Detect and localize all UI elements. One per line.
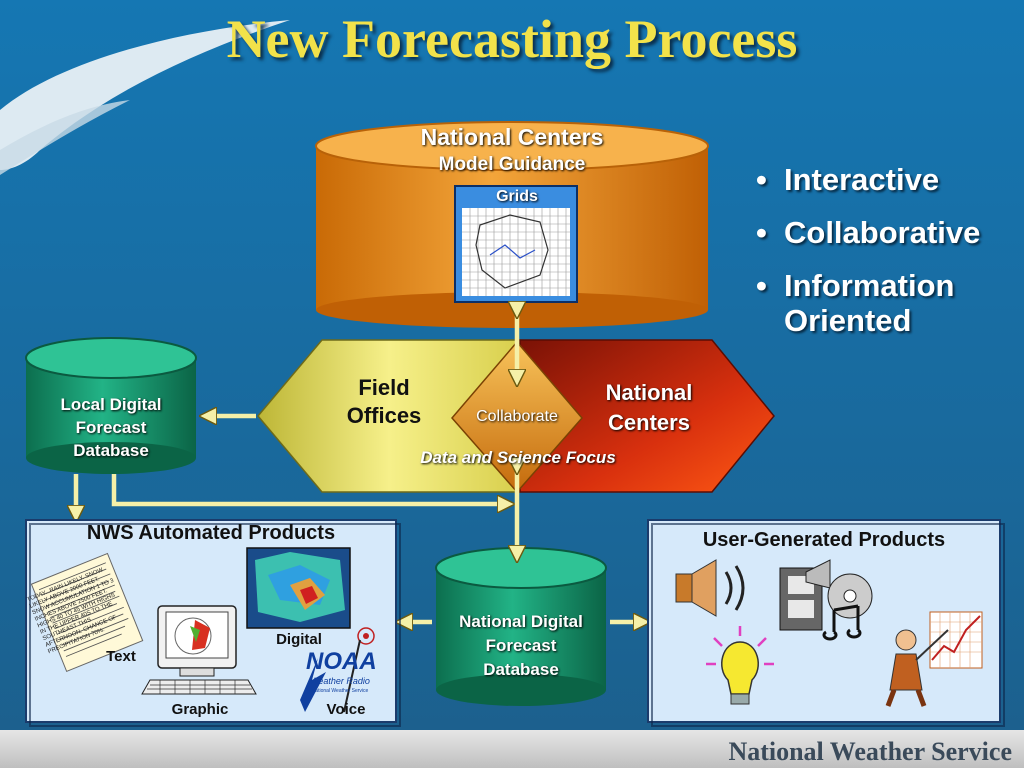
national-db-cylinder <box>435 547 607 706</box>
lightbulb-icon <box>706 626 774 705</box>
nws-products-title: NWS Automated Products <box>86 522 336 544</box>
text-product-sheet <box>30 552 144 672</box>
collaborate-label: Collaborate <box>476 408 558 425</box>
voice-label: Voice <box>326 701 366 718</box>
nws-small-text: National Weather Service <box>311 688 369 694</box>
graphic-label: Graphic <box>171 701 229 718</box>
noaa-logo-text: NOAA <box>306 648 377 675</box>
footer-text: National Weather Service <box>728 737 1012 766</box>
local-db-cylinder <box>25 337 197 474</box>
weather-radio-text: Weather Radio <box>310 676 370 686</box>
arrow-localdb-national <box>111 474 508 504</box>
multimedia-icon <box>779 559 873 641</box>
page-title: New Forecasting Process <box>226 9 798 69</box>
text-label: Text <box>106 648 136 665</box>
user-products-title: User-Generated Products <box>702 529 946 551</box>
bullet-item: Interactive <box>756 162 1018 197</box>
bullet-item: Collaborative <box>756 215 1018 250</box>
model-guidance-label: Model Guidance <box>438 154 586 175</box>
feature-bullets: Interactive Collaborative Information Or… <box>756 162 1018 356</box>
speaker-icon <box>675 559 745 617</box>
digital-label: Digital <box>276 631 322 648</box>
presenter-chart-icon <box>885 611 983 707</box>
computer-graphic <box>141 605 257 695</box>
bullet-item: Information Oriented <box>756 268 1018 338</box>
noaa-radio-logo <box>300 627 375 713</box>
national-centers-db-title: National Centers <box>420 124 604 150</box>
focus-label: Data and Science Focus <box>420 448 616 467</box>
grids-label: Grids <box>496 188 538 205</box>
footer-bar <box>0 730 1024 768</box>
